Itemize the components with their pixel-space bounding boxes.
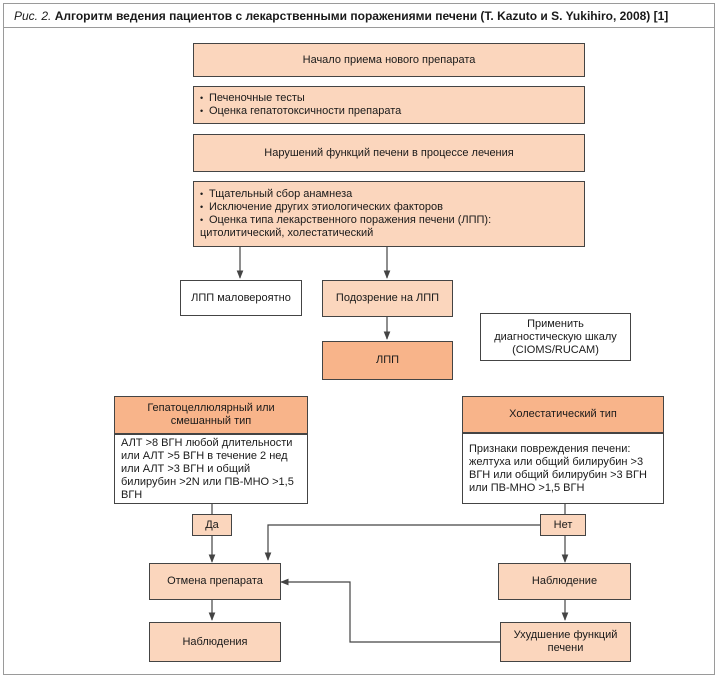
tests-item: Оценка гепатотоксичности препарата	[200, 105, 401, 118]
box-tests: Печеночные тесты Оценка гепатотоксичност…	[193, 86, 585, 124]
tests-list: Печеночные тесты Оценка гепатотоксичност…	[200, 92, 401, 118]
workup-item: Исключение других этиологических факторо…	[200, 201, 578, 214]
workup-list: Тщательный сбор анамнеза Исключение друг…	[200, 188, 578, 240]
arrow-worsening-to-withdraw	[280, 578, 500, 643]
box-dili: ЛПП	[322, 341, 453, 380]
box-diagnostic-scale: Применить диагностическую шкалу (CIOMS/R…	[480, 313, 631, 361]
box-yes: Да	[192, 514, 232, 536]
box-suspicion: Подозрение на ЛПП	[322, 280, 453, 317]
caption-prefix: Рис. 2.	[14, 9, 52, 23]
caption-divider	[3, 27, 715, 28]
caption-title: Алгоритм ведения пациентов с лекарственн…	[54, 9, 669, 23]
box-hepatocellular-header: Гепатоцеллюлярный или смешанный тип	[114, 396, 308, 434]
box-no: Нет	[540, 514, 586, 536]
box-cholestatic-header: Холестатический тип	[462, 396, 664, 433]
figure-frame	[3, 3, 715, 675]
workup-item: Оценка типа лекарственного поражения печ…	[200, 214, 578, 240]
box-worsening: Ухудшение функций печени	[500, 622, 631, 662]
figure-caption: Рис. 2. Алгоритм ведения пациентов с лек…	[14, 8, 714, 24]
box-hepatocellular-criteria: АЛТ >8 ВГН любой длительности или АЛТ >5…	[114, 434, 308, 504]
box-cholestatic-criteria: Признаки повреждения печени: желтуха или…	[462, 433, 664, 504]
box-start: Начало приема нового препарата	[193, 43, 585, 77]
box-disorder: Нарушений функций печени в процессе лече…	[193, 134, 585, 172]
box-unlikely: ЛПП маловероятно	[180, 280, 302, 316]
arrow-no-to-withdraw	[264, 524, 540, 561]
box-workup: Тщательный сбор анамнеза Исключение друг…	[193, 181, 585, 247]
box-withdraw: Отмена препарата	[149, 563, 281, 600]
box-observe-right: Наблюдение	[498, 563, 631, 600]
tests-item: Печеночные тесты	[200, 92, 401, 105]
box-observations-left: Наблюдения	[149, 622, 281, 662]
workup-item: Тщательный сбор анамнеза	[200, 188, 578, 201]
